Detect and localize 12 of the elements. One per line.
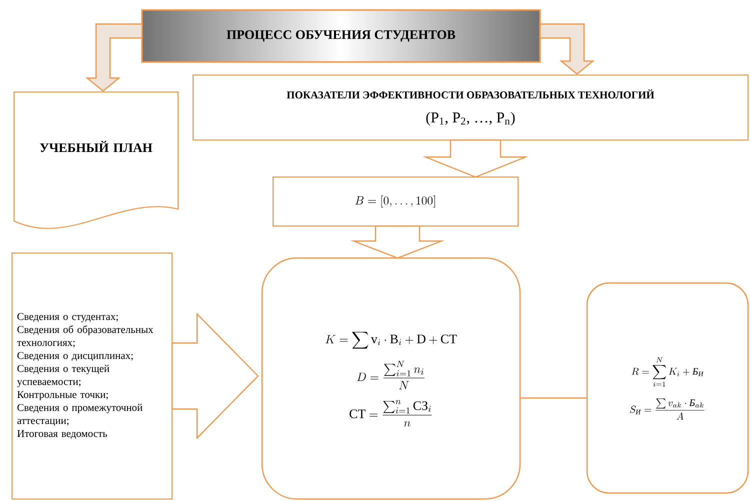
title-banner: ПРОЦЕСС ОБУЧЕНИЯ СТУДЕНТОВ — [141, 9, 541, 63]
connector-line — [520, 397, 586, 399]
block-arrow — [539, 23, 595, 75]
formula-box: $R = \sum_{i=1}^{N} K_i + \textit{Б}_{\textit{И}}$ $S_{\textit{И}} = \frac{\sum v_{ak} \cdot \textit{Б}_{ak}}{A}$ — [586, 282, 749, 494]
block-arrow — [350, 225, 445, 259]
block-arrow — [171, 312, 259, 440]
input-list-box: Сведения о студентах; Сведения об образовательных технологиях; Сведения о дисциплинах; Сведения о текущей успеваемости; Контрольные точки; Сведения о промежуточной аттестации; Итоговая ведомость — [12, 252, 172, 500]
process-box: ПОКАЗАТЕЛИ ЭФФЕКТИВНОСТИ ОБРАЗОВАТЕЛЬНЫХ ТЕХНОЛОГИЙ (P$_{1}$, P$_{2}$, …, P$_{n}$) — [192, 74, 748, 140]
formula-box: $B = [0, \ldots, 100]$ — [272, 176, 518, 226]
formula-box: $K = \sum \mathrm{v}_i \cdot \text{В}_i + \mathrm{D} + \text{СТ}$ $D = \frac{\sum_{i=1}^{N} n_i}{N}$ $\text{СТ} = \frac{\sum_{i=1}^{n} \text{СЗ}_i}{n}$ — [261, 257, 521, 500]
block-arrow — [85, 23, 143, 92]
block-arrow — [422, 139, 529, 178]
